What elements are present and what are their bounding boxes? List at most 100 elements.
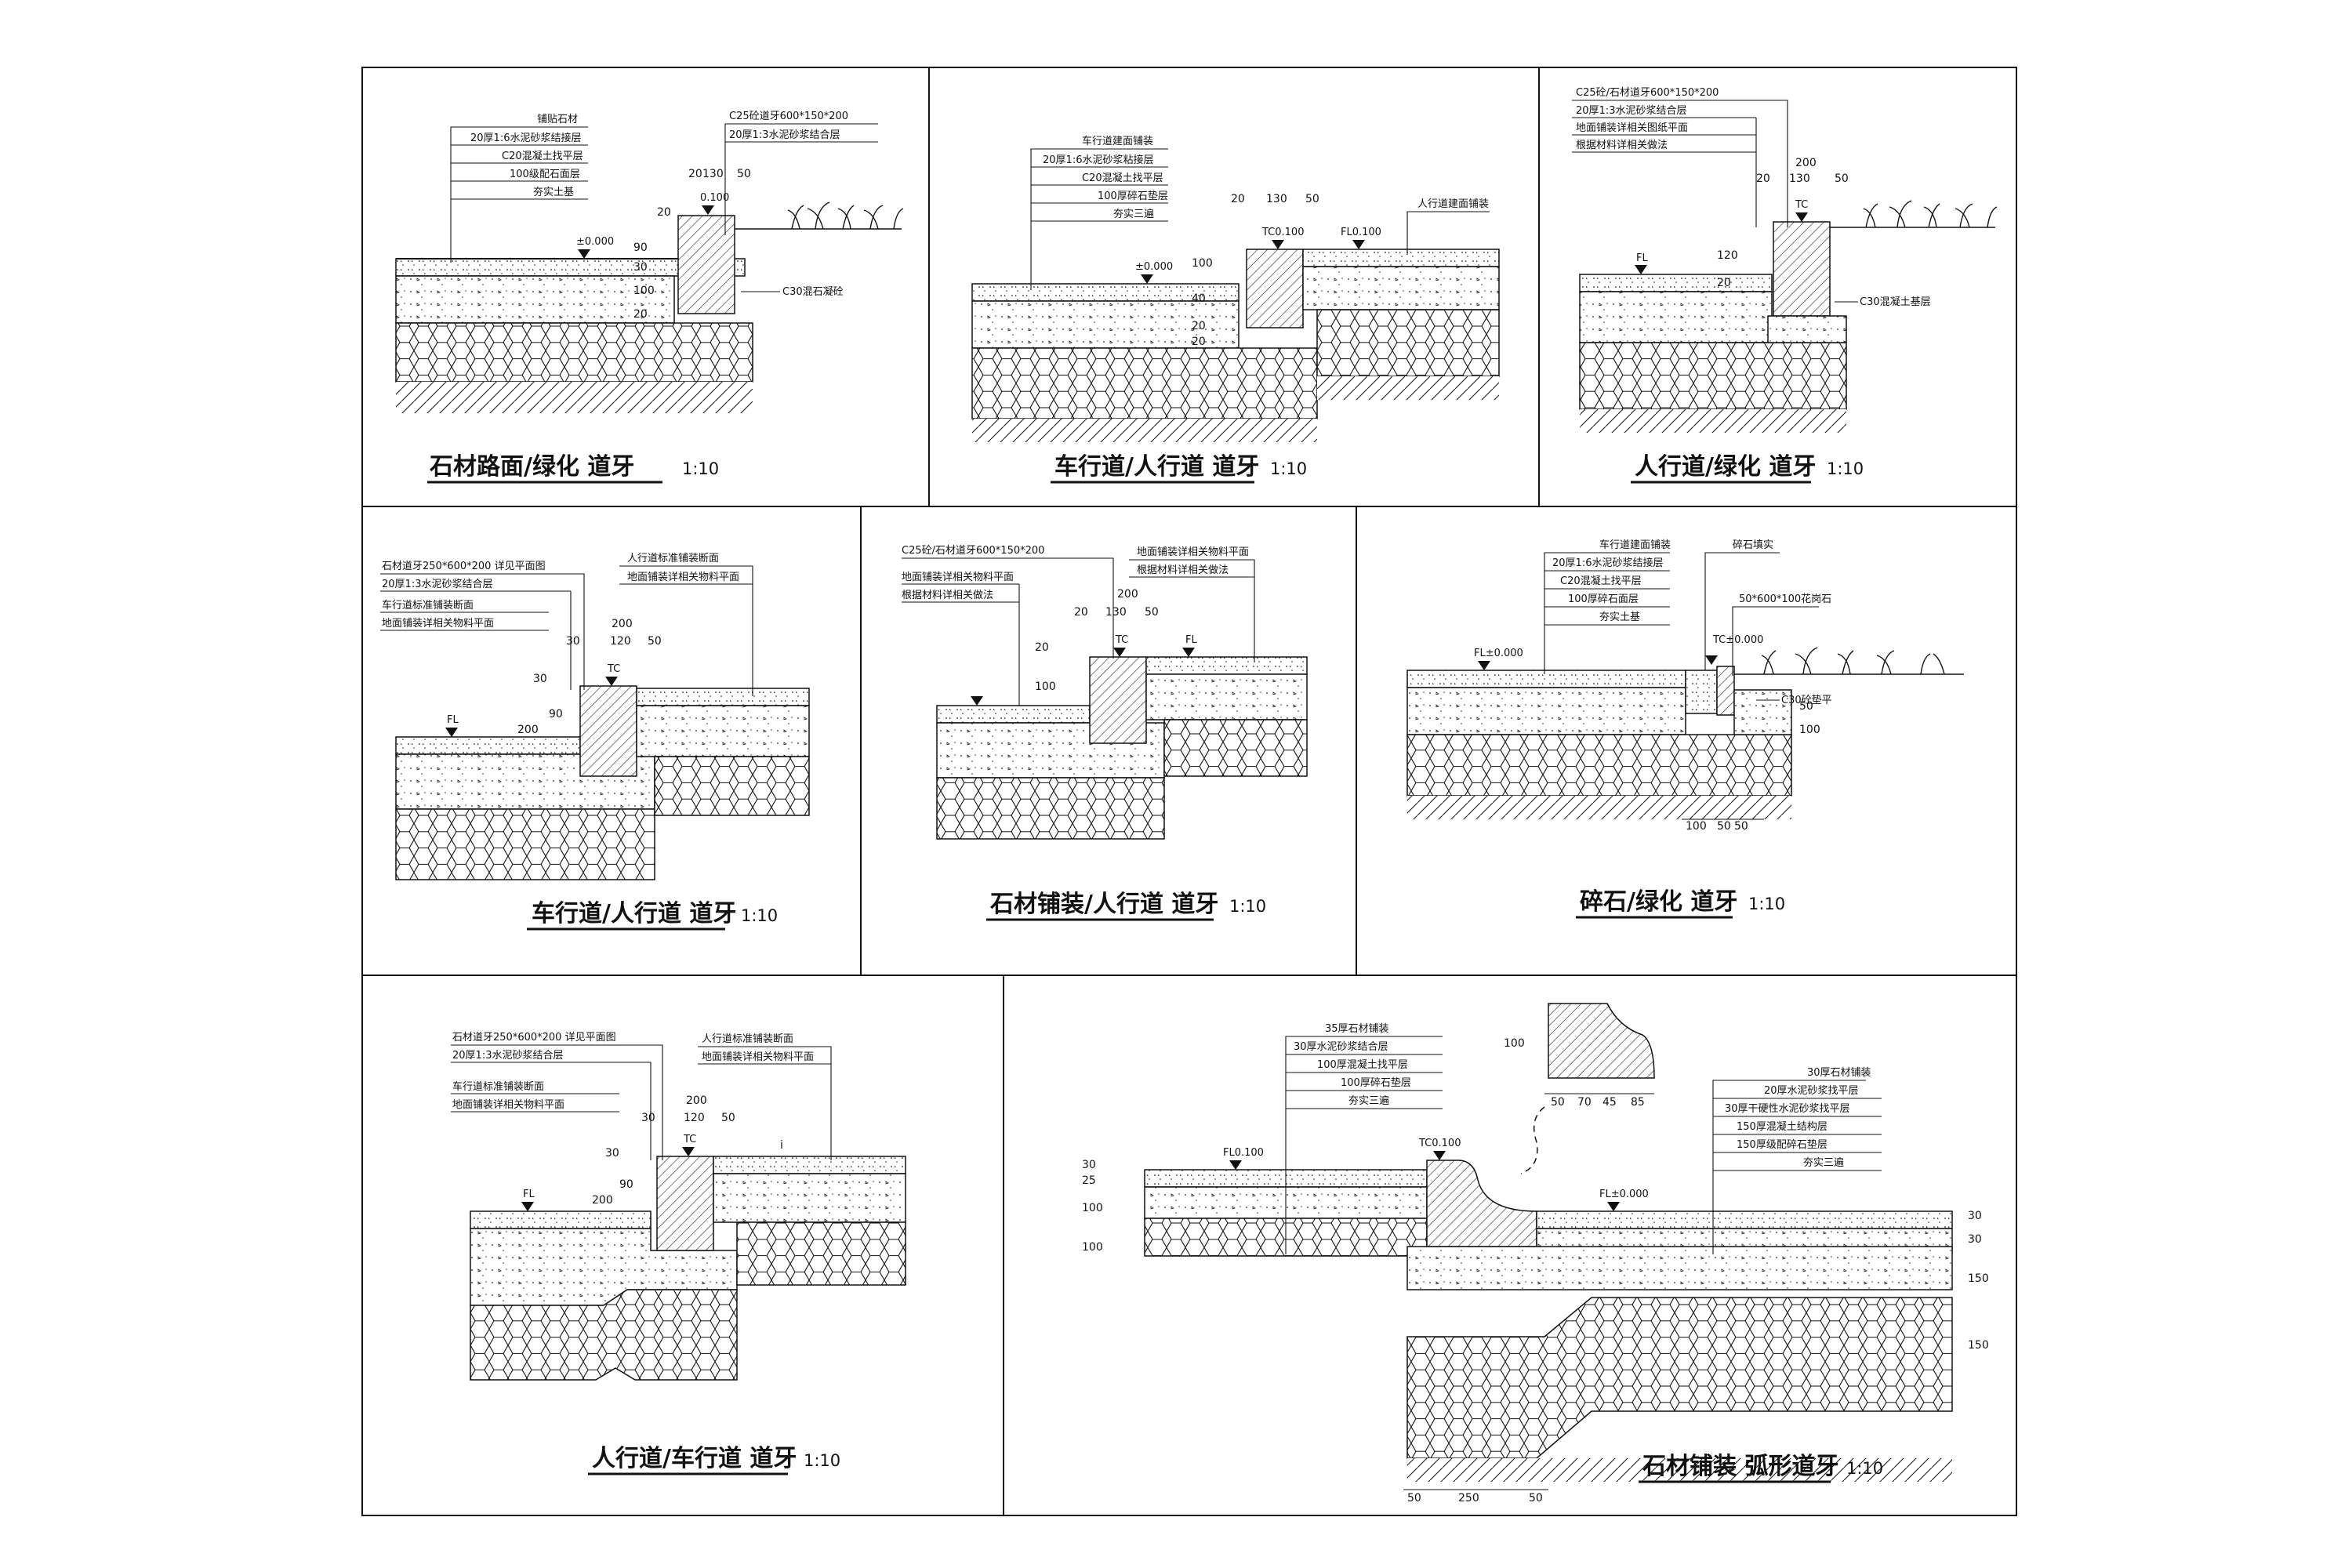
- dimension-text: 45: [1602, 1096, 1617, 1109]
- leader-label: 车行道标准铺装断面: [452, 1080, 544, 1093]
- leader-label: 20厚1:6水泥砂浆结接层: [470, 132, 581, 144]
- leader-label: 30厚干硬性水泥砂浆找平层: [1725, 1103, 1850, 1115]
- level-marker-icon: [682, 1147, 695, 1156]
- leader-label: 150厚级配碎石垫层: [1737, 1138, 1828, 1151]
- dimension-text: 200: [592, 1194, 613, 1207]
- panel-title: 石材路面/绿化 道牙: [429, 453, 634, 481]
- leader-label: C25砼道牙600*150*200: [729, 111, 848, 122]
- level-marker-icon: [1352, 240, 1365, 249]
- dimension-text: 40: [1192, 292, 1206, 305]
- leader-label: 35厚石材铺装: [1325, 1023, 1389, 1035]
- panel-title: 人行道/绿化 道牙: [1635, 453, 1816, 481]
- level-marker-icon: [1182, 648, 1195, 657]
- dimension-text: 150: [1968, 1272, 1989, 1285]
- dimension-text: 20: [1717, 277, 1731, 289]
- leader-lines: [1544, 552, 1819, 676]
- leader-label: 车行道标准铺装断面: [382, 599, 474, 612]
- panel-sidewalk-road-curb: 石材道牙250*600*200 详见平面图 20厚1:3水泥砂浆结合层 车行道标…: [451, 1032, 906, 1475]
- leader-label: 车行道建面铺装: [1082, 135, 1153, 147]
- level-label: TC: [683, 1134, 696, 1145]
- level-label: FL0.100: [1223, 1147, 1264, 1159]
- dimension-text: 200: [1117, 588, 1138, 601]
- leader-label: 人行道标准铺装断面: [627, 553, 719, 564]
- leader-lines: [450, 123, 878, 263]
- level-label: TC0.100: [1261, 227, 1304, 238]
- level-marker-icon: [1141, 274, 1153, 284]
- leader-label: 20厚1:6水泥砂浆粘接层: [1043, 154, 1153, 166]
- level-marker-icon: [605, 677, 618, 686]
- dimension-text: 50: [1529, 1492, 1543, 1504]
- panel-title: 人行道/车行道 道牙: [592, 1445, 797, 1472]
- dimension-text: 20: [1074, 606, 1088, 619]
- dimension-text: 200: [517, 724, 539, 736]
- panel-scale: 1:10: [804, 1451, 840, 1470]
- leader-label: C20混凝土找平层: [502, 150, 583, 162]
- level-marker-icon: [1607, 1202, 1620, 1211]
- dimension-text: 50: [737, 168, 751, 180]
- leader-label: 地面铺装详相关物料平面: [1137, 546, 1249, 558]
- dimension-text: 20: [1231, 193, 1245, 205]
- panel-title: 车行道/人行道 道牙: [532, 900, 736, 927]
- dimension-text: 250: [1458, 1492, 1479, 1504]
- dimension-text: 30: [641, 1112, 655, 1124]
- note-text: i: [780, 1139, 783, 1152]
- dimension-text: 150: [1968, 1339, 1989, 1352]
- dimension-text: 50: [1799, 700, 1813, 713]
- sheet-frame: [361, 67, 2017, 1516]
- dimension-text: 20: [657, 206, 671, 219]
- dimension-text: 30: [533, 673, 547, 685]
- leader-label: 50*600*100花岗石: [1739, 593, 1831, 605]
- leader-label: 根据材料详相关做法: [1576, 140, 1668, 151]
- dimension-text: 200: [1795, 157, 1817, 169]
- dimension-text: 100: [1686, 820, 1707, 833]
- dimension-text: 130: [702, 168, 724, 180]
- panel-title: 石材铺装 弧形道牙: [1642, 1453, 1838, 1480]
- dimension-text: 100: [1504, 1037, 1525, 1050]
- leader-label: 根据材料详相关做法: [902, 590, 993, 601]
- dimension-text: 120: [610, 635, 631, 648]
- leader-label: 100厚碎石面层: [1568, 593, 1639, 605]
- dimension-text: 20: [1192, 320, 1206, 332]
- dimension-text: 30: [1968, 1233, 1982, 1246]
- level-label: TC0.100: [1418, 1138, 1461, 1149]
- grass-symbol: [1863, 200, 1998, 228]
- level-marker-icon: [1795, 212, 1808, 222]
- panel-scale: 1:10: [1229, 897, 1266, 916]
- dimension-text: 50: [721, 1112, 735, 1124]
- dimension-text: 90: [619, 1178, 633, 1191]
- leader-label: 夯实三遍: [1803, 1156, 1844, 1169]
- level-label: TC: [1795, 199, 1808, 211]
- leader-label: 30厚水泥砂浆结合层: [1294, 1041, 1388, 1053]
- note-text: C30混凝土基层: [1860, 296, 1931, 308]
- level-label: FL: [1185, 634, 1197, 646]
- dimension-text: 50: [1717, 820, 1731, 833]
- section-drawing: [1406, 666, 1964, 819]
- leader-label: 石材道牙250*600*200 详见平面图: [452, 1032, 616, 1044]
- dimension-text: 50: [1145, 606, 1159, 619]
- dimension-text: 90: [633, 241, 648, 254]
- dimension-text: 50: [1551, 1096, 1565, 1109]
- dimension-text: 50: [1407, 1492, 1421, 1504]
- panel-title: 车行道/人行道 道牙: [1054, 453, 1259, 481]
- grass-symbol: [787, 201, 904, 230]
- dimension-text: 120: [1717, 249, 1738, 262]
- level-label: FL±0.000: [1474, 648, 1523, 659]
- dimension-text: 20: [1756, 172, 1770, 185]
- leader-label: 地面铺装详相关物料平面: [452, 1099, 564, 1111]
- grass-symbol: [1761, 647, 1945, 675]
- leader-label: 地面铺装详相关物料平面: [627, 572, 739, 583]
- dimension-text: 130: [1266, 193, 1287, 205]
- leader-label: C20混凝土找平层: [1560, 575, 1642, 587]
- leader-lines: [902, 557, 1255, 706]
- leader-lines: [1572, 100, 1788, 227]
- dimension-text: 30: [1082, 1159, 1096, 1171]
- level-marker-icon: [1705, 655, 1718, 665]
- dimension-text: 130: [1789, 172, 1810, 185]
- leader-label: 20厚水泥砂浆找平层: [1764, 1085, 1859, 1097]
- leader-label: 夯实土基: [1599, 612, 1640, 623]
- dimension-text: 30: [1968, 1210, 1982, 1222]
- dimension-text: 100: [633, 285, 655, 297]
- panel-title: 石材铺装/人行道 道牙: [989, 891, 1218, 918]
- dimension-text: 100: [1082, 1202, 1103, 1214]
- leader-label: 150厚混凝土结构层: [1737, 1120, 1828, 1133]
